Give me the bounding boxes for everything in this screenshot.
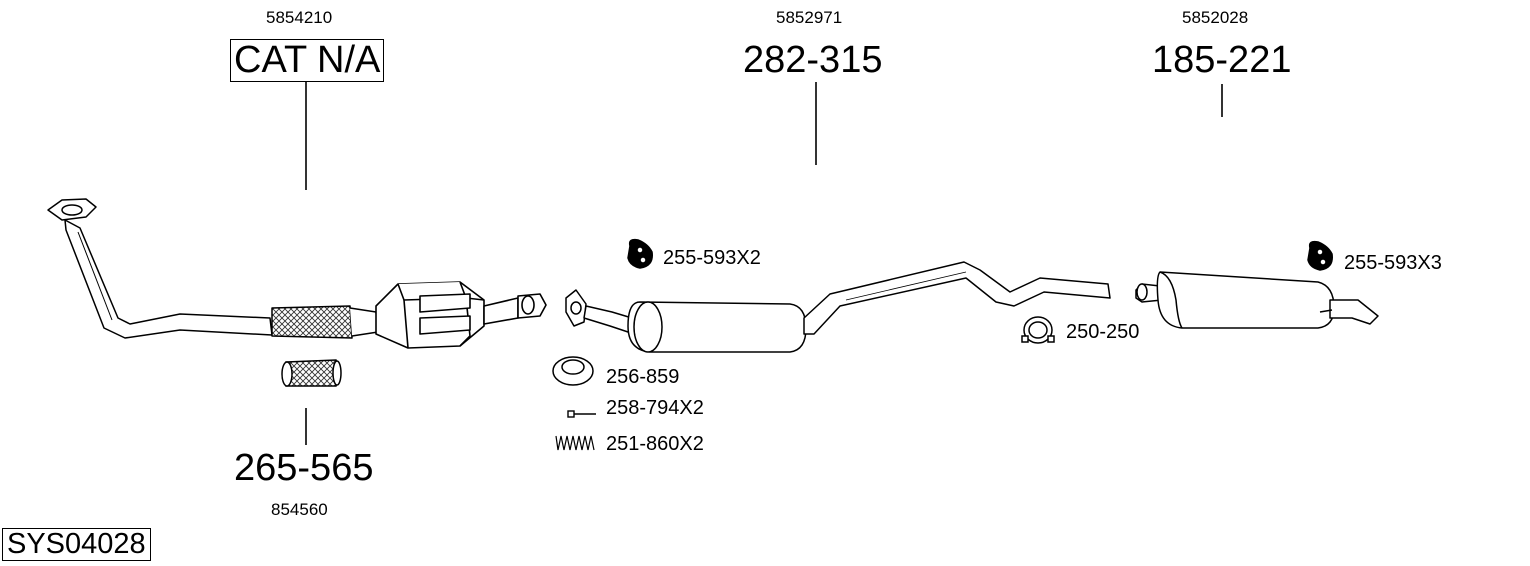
front-pipe <box>47 198 379 339</box>
oe-number-flex-tube: 854560 <box>271 500 328 519</box>
system-code: SYS04028 <box>2 528 151 561</box>
accessory-label-clamp: 250-250 <box>1066 321 1140 343</box>
rubber-hanger-rear <box>1307 240 1333 271</box>
part-number-cat: CAT N/A <box>230 39 385 82</box>
rear-section <box>1135 271 1379 329</box>
middle-section <box>565 261 1111 353</box>
bolt <box>567 410 596 418</box>
flex-tube <box>281 359 342 387</box>
accessory-label-spring: 251-860X2 <box>606 433 704 455</box>
part-number-middle: 282-315 <box>743 39 883 81</box>
part-number-rear: 185-221 <box>1152 39 1292 81</box>
oe-number-cat: 5854210 <box>266 8 333 27</box>
accessory-label-hanger-rear: 255-593X3 <box>1344 252 1442 274</box>
catalytic-converter <box>375 281 547 349</box>
centre-muffler <box>627 301 807 353</box>
rubber-hanger-middle <box>627 238 653 269</box>
accessory-label-gasket: 256-859 <box>606 366 680 388</box>
part-number-flex-tube: 265-565 <box>234 447 374 489</box>
oe-number-middle: 5852971 <box>776 8 843 27</box>
pipe-clamp <box>1021 316 1055 344</box>
rear-muffler <box>1156 271 1335 329</box>
oe-number-rear: 5852028 <box>1182 8 1249 27</box>
accessory-label-bolt: 258-794X2 <box>606 397 704 419</box>
spring <box>555 435 595 451</box>
gasket <box>552 356 594 386</box>
accessory-label-hanger-middle: 255-593X2 <box>663 247 761 269</box>
